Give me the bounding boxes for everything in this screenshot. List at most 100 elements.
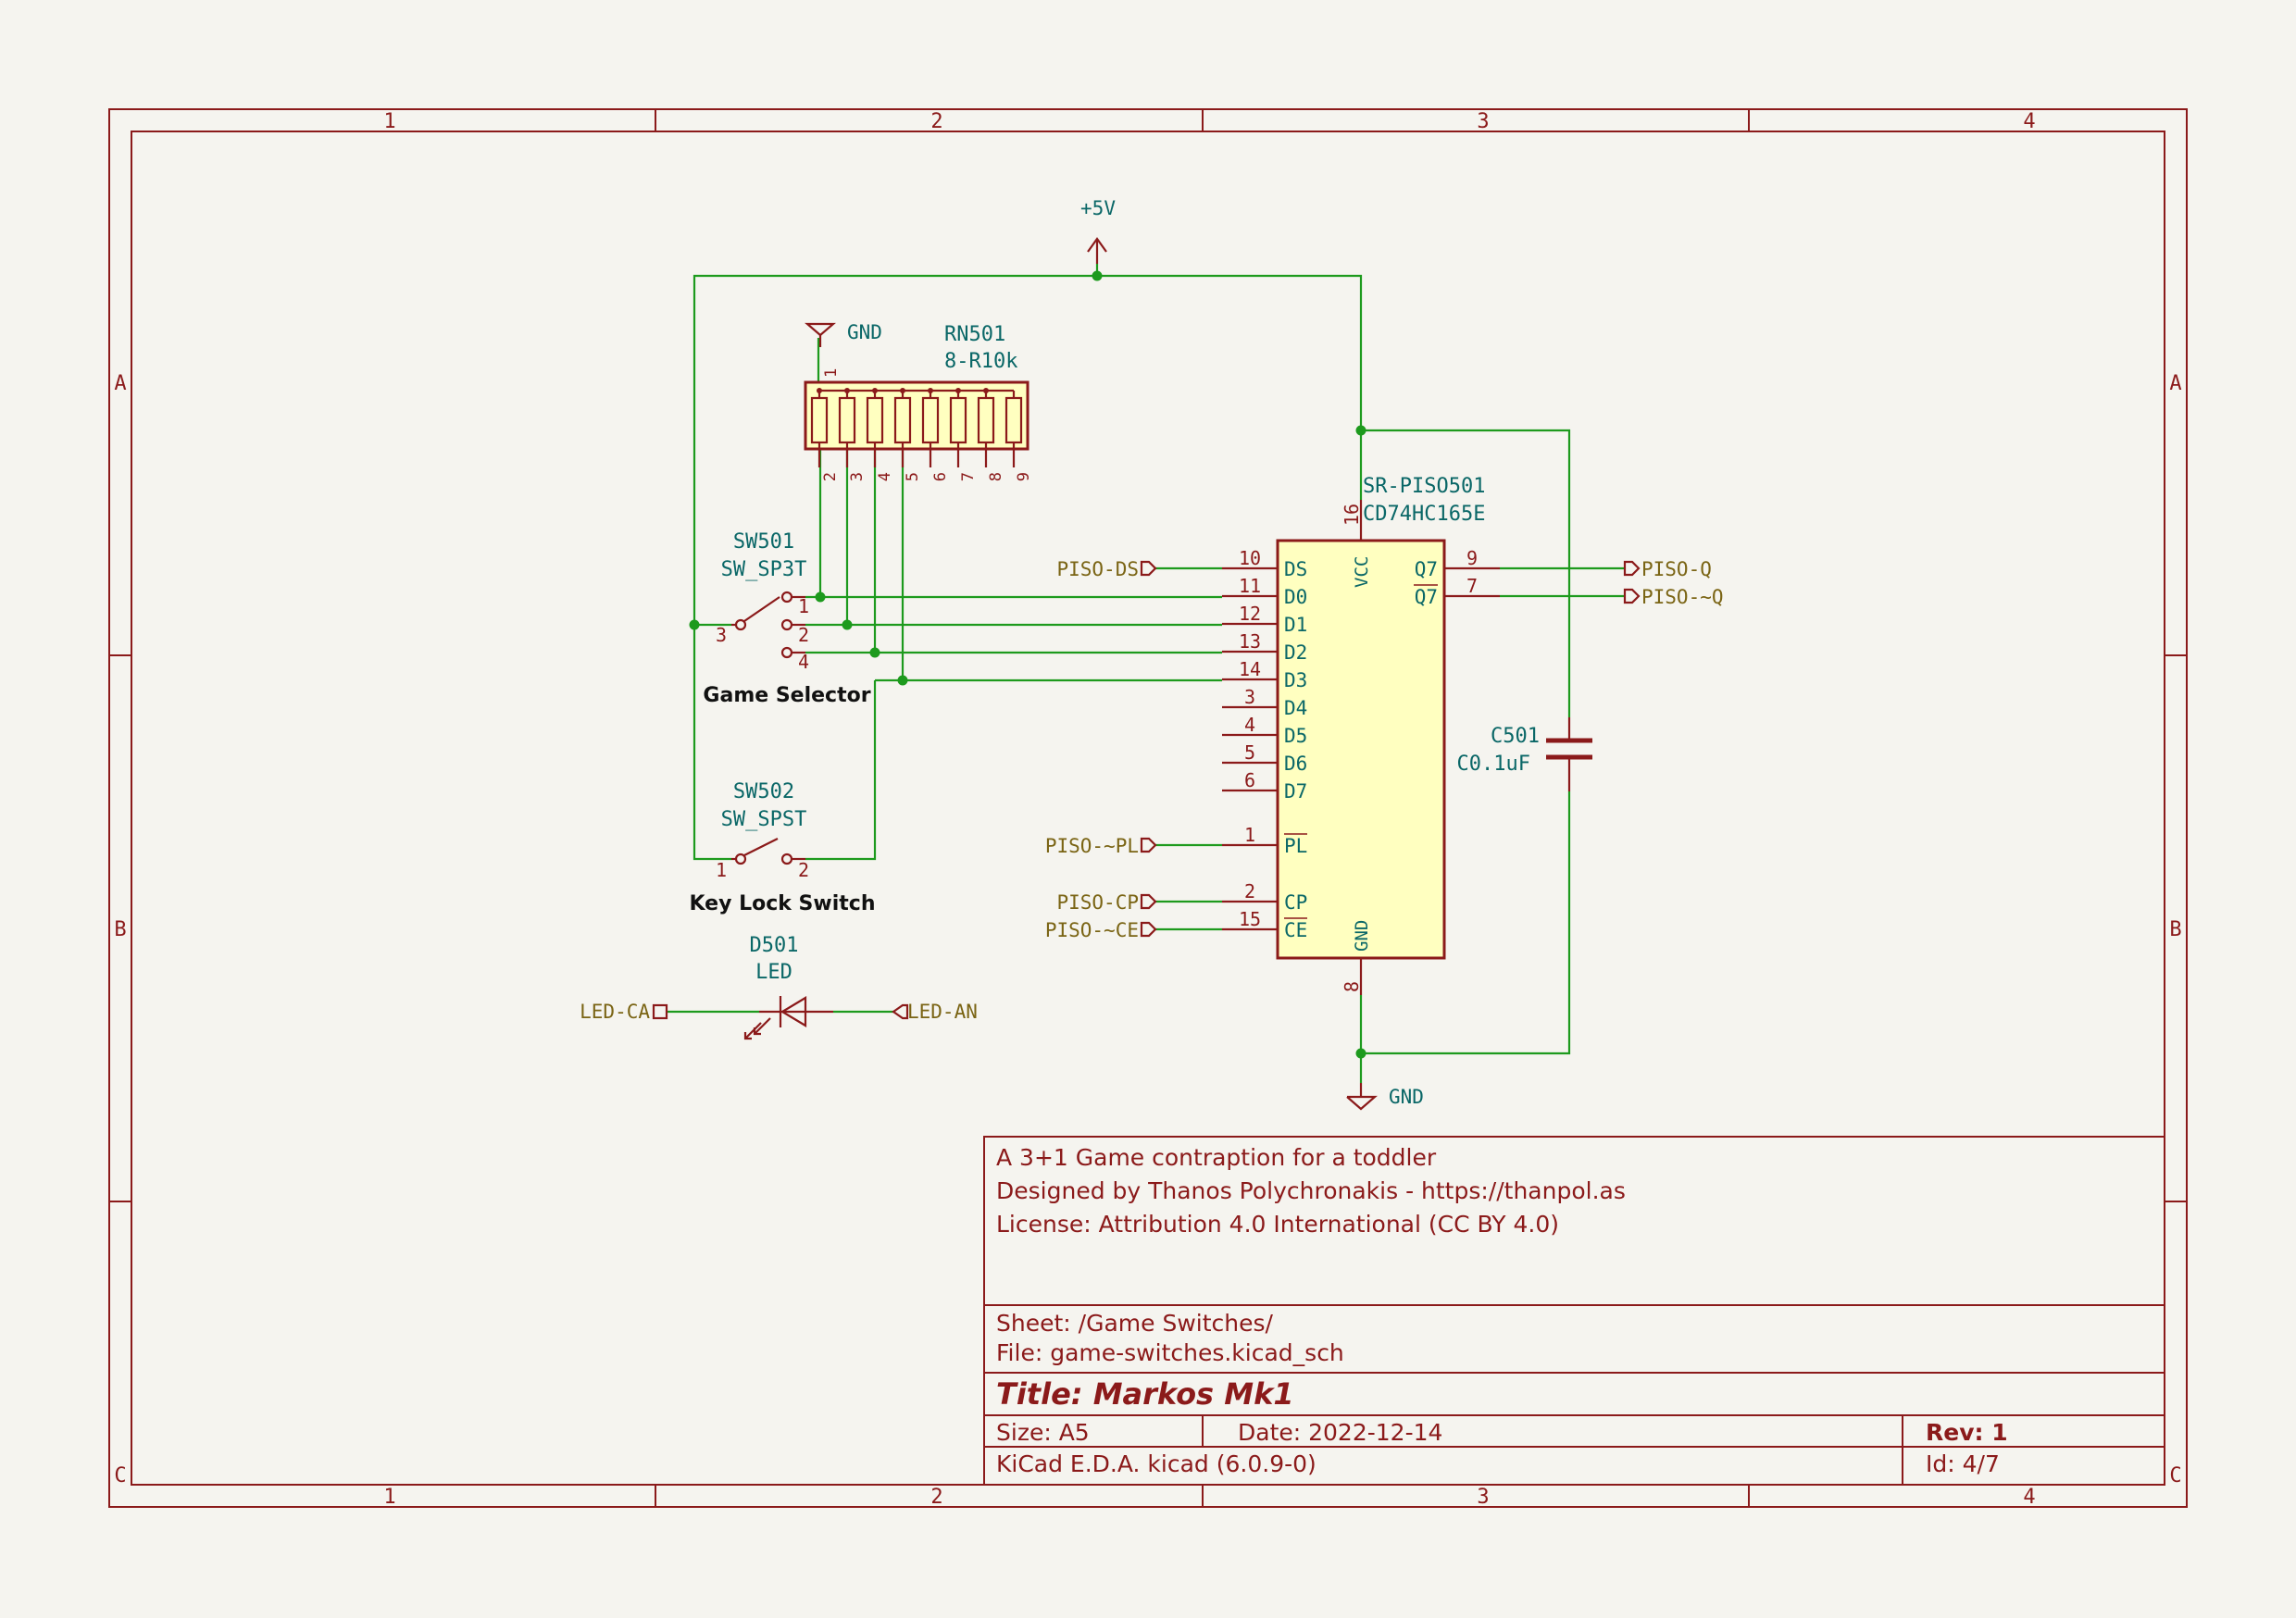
sw501-pin-1: 1 (798, 595, 809, 617)
tb-comment-1: A 3+1 Game contraption for a toddler (996, 1144, 1437, 1171)
tb-comment-2: Designed by Thanos Polychronakis - https… (996, 1177, 1626, 1204)
wires (667, 264, 1625, 1083)
ic-pin-num-ds: 10 (1239, 547, 1261, 569)
led-an-label: LED-AN (907, 1001, 978, 1023)
tb-size: Size: A5 (996, 1419, 1090, 1446)
gnd-top-symbol: GND (805, 321, 882, 347)
key-lock-switch-label: Key Lock Switch (690, 892, 876, 915)
ic-pin-num-d2: 13 (1239, 630, 1261, 653)
col-label-bottom-4: 4 (2023, 1486, 2035, 1509)
rn501-value: 8-R10k (944, 350, 1017, 373)
ic-pin-num-d0: 11 (1239, 575, 1261, 597)
rn501-pin-7: 7 (959, 472, 978, 481)
sw502-pin-2: 2 (798, 859, 809, 881)
switch-sw502: SW502 SW_SPST 1 2 Key Lock Switch (690, 780, 876, 915)
power-5v-symbol: +5V (1080, 197, 1116, 264)
ic-pin-num-q7n: 7 (1466, 575, 1478, 597)
sw502-pin-1: 1 (716, 859, 727, 881)
ic-pin-name-cp: CP (1284, 891, 1307, 914)
ic-pin-num-d5: 4 (1244, 714, 1255, 736)
sw501-pin-4: 4 (798, 651, 809, 673)
ic-pin-name-ce: CE (1284, 919, 1307, 941)
d501-value: LED (755, 961, 792, 984)
rn501-pin-9: 9 (1015, 472, 1033, 481)
col-label-top-1: 1 (383, 110, 395, 133)
ic-gnd-pin-number: 8 (1341, 981, 1363, 992)
rn501-pin-4: 4 (876, 472, 894, 481)
sw501-pin-2: 2 (798, 624, 809, 646)
ic-pin-name-d0: D0 (1284, 586, 1307, 608)
ic-pin-name-pl: PL (1284, 835, 1307, 857)
tb-date: Date: 2022-12-14 (1238, 1419, 1442, 1446)
gnd-top-label: GND (847, 321, 882, 343)
sw502-ref: SW502 (733, 780, 794, 803)
d501-ref: D501 (750, 934, 799, 957)
led-ca-label: LED-CA (580, 1001, 650, 1023)
c501-value: C0.1uF (1457, 753, 1530, 776)
ic-pin-name-d7: D7 (1284, 780, 1307, 803)
row-label-right-c: C (2169, 1464, 2181, 1487)
tb-file: File: game-switches.kicad_sch (996, 1339, 1344, 1366)
ic-pin-num-d6: 5 (1244, 741, 1255, 764)
gnd-bottom-symbol: GND (1346, 1083, 1424, 1111)
ic-left-pins: 10 11 12 13 14 3 4 5 6 1 2 15 DS D0 D1 D… (1222, 547, 1307, 941)
ic-pin-num-d1: 12 (1239, 603, 1261, 625)
ic-vcc-name: VCC (1352, 556, 1372, 588)
ic-pin-name-q7: Q7 (1415, 558, 1438, 580)
ic-net-labels: PISO-DS PISO-~PL PISO-CP PISO-~CE PISO-Q… (1045, 558, 1724, 941)
switch-sw501: SW501 SW_SP3T 3 1 2 4 Game Selector (703, 530, 870, 707)
net-label-piso-ce: PISO-~CE (1045, 919, 1139, 941)
game-selector-label: Game Selector (703, 684, 870, 707)
rn501-pin-6: 6 (931, 472, 950, 481)
sw502-value: SW_SPST (721, 808, 807, 831)
ic-vcc-pin-number: 16 (1341, 504, 1363, 526)
power-5v-label: +5V (1080, 197, 1116, 219)
ic-value: CD74HC165E (1363, 503, 1485, 526)
ic-right-pins: 9 7 Q7 Q7 (1414, 547, 1500, 608)
ic-pin-num-ce: 15 (1239, 908, 1261, 930)
junctions (689, 270, 1366, 1059)
ic-pin-num-d4: 3 (1244, 686, 1255, 708)
ic-pin-name-q7n: Q7 (1415, 586, 1438, 608)
gnd-bottom-label: GND (1389, 1086, 1424, 1108)
ic-pin-num-pl: 1 (1244, 824, 1255, 846)
title-block: A 3+1 Game contraption for a toddler Des… (983, 1136, 2165, 1486)
ic-sr-piso501: SR-PISO501 CD74HC165E 16 VCC 8 GND 10 11… (1222, 475, 1500, 995)
rn501-pin-2: 2 (821, 472, 840, 481)
col-label-top-2: 2 (930, 110, 942, 133)
row-label-left-a: A (114, 372, 126, 395)
row-label-right-a: A (2169, 372, 2181, 395)
sw501-value: SW_SP3T (721, 558, 807, 581)
ic-pin-num-d7: 6 (1244, 769, 1255, 791)
net-label-piso-pl: PISO-~PL (1045, 835, 1139, 857)
tb-id: Id: 4/7 (1926, 1450, 2000, 1477)
tb-comment-3: License: Attribution 4.0 International (… (996, 1211, 1559, 1238)
col-label-top-3: 3 (1477, 110, 1489, 133)
tb-title: Title: Markos Mk1 (996, 1376, 1294, 1412)
row-label-left-b: B (114, 918, 126, 941)
c501-ref: C501 (1491, 725, 1540, 748)
tb-sheet: Sheet: /Game Switches/ (996, 1310, 1274, 1337)
rn501-pin-5: 5 (904, 472, 922, 481)
ic-pin-name-d3: D3 (1284, 669, 1307, 691)
net-label-piso-q: PISO-Q (1641, 558, 1712, 580)
row-label-right-b: B (2169, 918, 2181, 941)
row-label-left-c: C (114, 1464, 126, 1487)
ic-pin-name-ds: DS (1284, 558, 1307, 580)
ic-pin-name-d2: D2 (1284, 641, 1307, 664)
capacitor-c501: C501 C0.1uF (1457, 717, 1592, 791)
led-net-labels: LED-CA LED-AN (580, 1001, 978, 1023)
ic-pin-name-d1: D1 (1284, 614, 1307, 636)
sw501-ref: SW501 (733, 530, 794, 554)
rn501-pin-8: 8 (987, 472, 1005, 481)
resistor-network-rn501: RN501 8-R10k 1 2 3 4 5 6 7 8 9 (804, 323, 1033, 481)
net-label-piso-ds: PISO-DS (1056, 558, 1139, 580)
col-label-bottom-1: 1 (383, 1486, 395, 1509)
ic-pin-name-d5: D5 (1284, 725, 1307, 747)
ic-pin-num-cp: 2 (1244, 880, 1255, 902)
ic-gnd-name: GND (1352, 920, 1372, 952)
net-label-piso-cp: PISO-CP (1056, 891, 1139, 914)
ic-pin-name-d6: D6 (1284, 753, 1307, 775)
sheet-frame: 1 2 3 4 1 2 3 4 A B C A B C (108, 108, 2188, 1509)
